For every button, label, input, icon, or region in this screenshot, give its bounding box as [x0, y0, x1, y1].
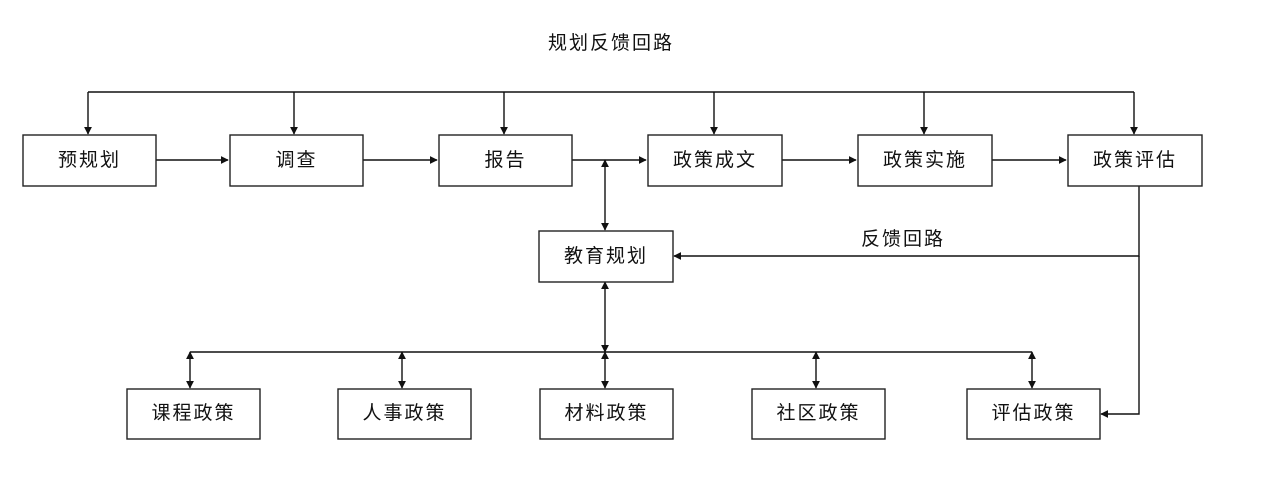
hub-educational-planning: 教育规划	[538, 230, 674, 283]
policy-curriculum: 课程政策	[126, 388, 261, 440]
top-feedback-loop-label: 规划反馈回路	[548, 32, 674, 54]
stage-label: 报告	[484, 149, 526, 171]
policy-personnel: 人事政策	[337, 388, 472, 440]
policy-materials: 材料政策	[539, 388, 674, 440]
policy-evaluation: 评估政策	[966, 388, 1101, 440]
side-feedback-loop-label: 反馈回路	[861, 228, 945, 250]
stage-label: 调查	[275, 149, 317, 171]
stage-pre-planning: 预规划	[22, 134, 157, 187]
side-feedback-connector	[673, 186, 1140, 418]
stage-survey: 调查	[229, 134, 364, 187]
stage-policy-formulation: 政策成文	[647, 134, 783, 187]
stage-label: 政策评估	[1093, 149, 1177, 171]
stage-label: 政策成文	[673, 149, 757, 171]
stage-label: 政策实施	[883, 149, 967, 171]
hub-label: 教育规划	[564, 245, 648, 267]
policy-label: 社区政策	[776, 402, 860, 424]
top-feedback-connectors	[84, 91, 1138, 135]
policy-bus-connectors	[186, 281, 1036, 389]
policy-label: 材料政策	[564, 402, 648, 424]
stage-report: 报告	[438, 134, 573, 187]
stage-label: 预规划	[58, 149, 121, 171]
stage-policy-evaluation: 政策评估	[1067, 134, 1203, 187]
stage-policy-implementation: 政策实施	[857, 134, 993, 187]
policy-label: 课程政策	[151, 402, 235, 424]
policy-community: 社区政策	[751, 388, 886, 440]
policy-label: 人事政策	[362, 402, 446, 424]
policy-label: 评估政策	[991, 402, 1075, 424]
